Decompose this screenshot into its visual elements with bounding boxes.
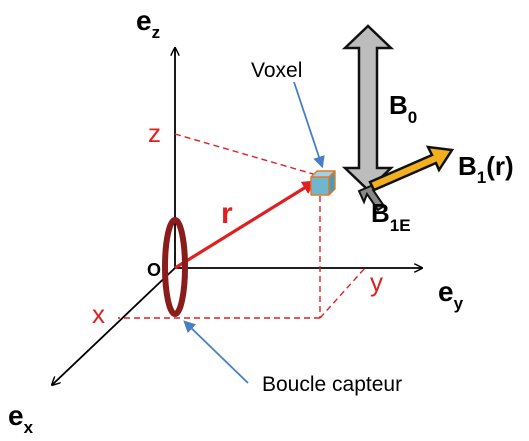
origin-label: O <box>147 260 161 280</box>
r-vector <box>174 180 317 270</box>
z-label: z <box>148 118 161 148</box>
b1e-label: B1E <box>371 198 411 235</box>
ez-label: ez <box>136 5 160 42</box>
y-label: y <box>370 267 383 297</box>
sensor-loop <box>162 217 188 317</box>
loop-label: Boucle capteur <box>262 373 402 396</box>
loop-callout-arrow <box>183 320 249 384</box>
r-label: r <box>221 197 233 230</box>
b0-arrow <box>341 24 395 192</box>
voxel-callout-arrow <box>293 81 325 169</box>
b1r-arrow <box>368 145 455 192</box>
ex-axis <box>52 267 176 385</box>
projection-lines <box>118 133 366 319</box>
ex-label: ex <box>8 400 34 437</box>
x-label: x <box>92 299 105 329</box>
b0-label: B0 <box>389 90 417 127</box>
voxel-label: Voxel <box>251 59 302 82</box>
voxel-cube <box>310 170 336 196</box>
b1r-label: B1(r) <box>458 151 514 187</box>
ey-label: ey <box>438 276 464 313</box>
